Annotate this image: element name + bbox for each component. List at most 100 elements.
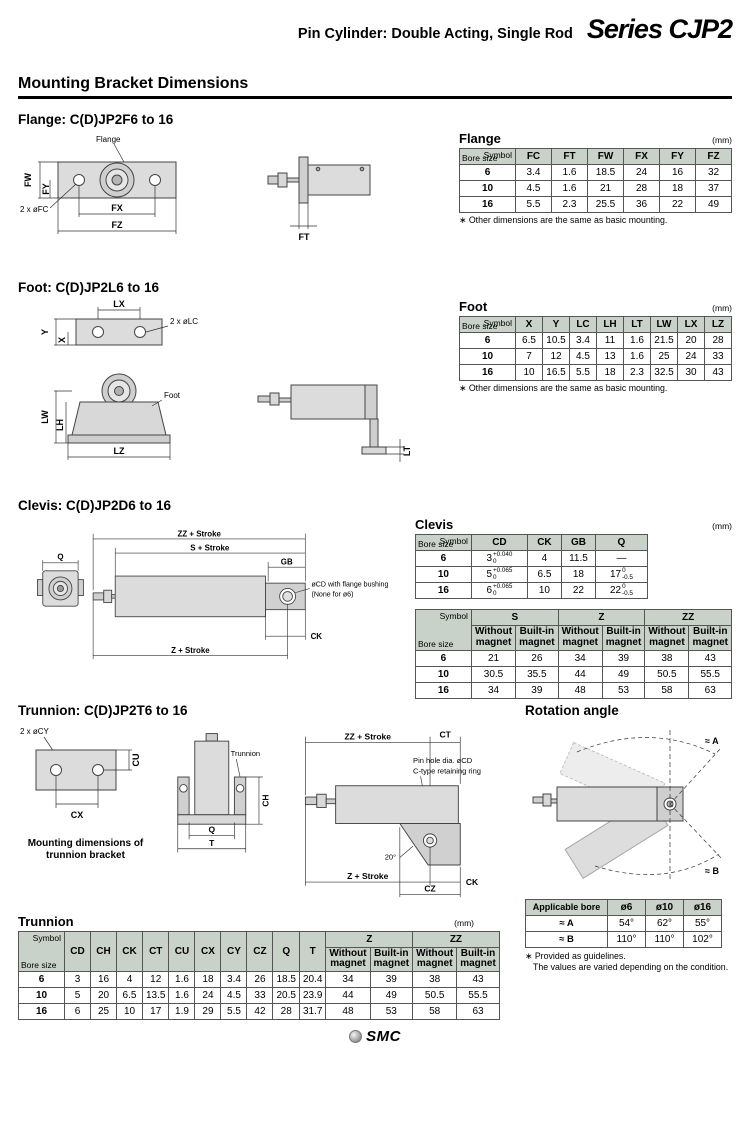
value-cell: 4.5	[220, 987, 248, 1005]
flange-table-unit: (mm)	[712, 135, 732, 145]
angle-label: 20°	[385, 852, 396, 861]
value-cell: 39	[515, 681, 559, 699]
col-subheader: Without magnet	[557, 625, 603, 651]
trunnion-section: Trunnion: C(D)JP2T6 to 16 2 x øCY CU CX	[18, 703, 732, 1021]
clevis-section: Clevis: C(D)JP2D6 to 16 Q ZZ + Stroke S …	[18, 498, 732, 699]
value-cell: 31.7	[298, 1003, 327, 1021]
dim-label-fw: FW	[23, 173, 33, 187]
foot-table-unit: (mm)	[712, 303, 732, 313]
dim-label-ft: FT	[299, 232, 310, 242]
clevis-table-title: Clevis	[414, 517, 454, 532]
corner-cell: Symbol Bore size	[459, 316, 516, 333]
flange-heading: Flange: C(D)JP2F6 to 16	[18, 112, 174, 127]
cd-callout: øCD with flange bushing	[311, 582, 388, 589]
col-group-header: Z	[557, 609, 646, 626]
dim-label-ck2: CK	[466, 876, 479, 886]
col-header: CX	[194, 930, 222, 973]
dim-label-lw: LW	[40, 410, 50, 424]
trunnion-topview-drawing: 2 x øCY CU CX	[20, 727, 141, 820]
row-header-cell: 6	[414, 649, 472, 667]
dim-label-zz: ZZ + Stroke	[177, 529, 221, 538]
dim-label-ck: CK	[311, 632, 323, 641]
rotation-label-b: ≈ B	[705, 866, 719, 876]
value-cell: 11.5	[560, 550, 596, 567]
value-cell: 35.5	[515, 665, 559, 683]
value-cell: 17	[141, 1003, 170, 1021]
row-header-cell: ≈ B	[525, 930, 608, 948]
col-header: LZ	[704, 316, 732, 333]
dim-label-lc: 2 x øLC	[170, 317, 198, 326]
value-cell: 110°	[645, 930, 684, 948]
value-cell: 50.5	[412, 987, 458, 1005]
dim-label-q: Q	[57, 552, 63, 561]
rotation-section: Rotation angle ≈ A	[525, 703, 732, 1021]
value-cell: 25	[90, 1003, 117, 1021]
rotation-drawing: ≈ A ≈ B	[532, 729, 724, 882]
clevis-dim-table: Symbol Bore size CD CK GB Q 6 3+0.040	[414, 534, 648, 599]
value-cell: 43	[456, 971, 500, 989]
value-cell: 21.5	[650, 332, 678, 349]
col-subheader: Without magnet	[470, 625, 517, 651]
col-header: GB	[560, 534, 596, 551]
value-cell: 2.3	[623, 364, 651, 381]
dim-label-cu: CU	[131, 753, 141, 766]
trunnion-table: Symbol Bore size CD CH CK CT CU CX CY CZ…	[18, 930, 500, 1021]
value-cell: 18	[659, 180, 696, 197]
dim-label-ct: CT	[439, 729, 451, 739]
dim-label-gb: GB	[281, 558, 293, 567]
dim-label-t: T	[209, 838, 215, 848]
value-cell: 24	[623, 164, 660, 181]
col-header: ø10	[645, 898, 684, 916]
dim-label-cy: 2 x øCY	[20, 727, 50, 736]
value-cell: 50.5	[644, 665, 690, 683]
row-header-cell: 6	[459, 164, 516, 181]
value-cell: 11	[596, 332, 624, 349]
value-cell: 5.5	[569, 364, 597, 381]
retaining-ring-callout: C-type retaining ring	[413, 766, 481, 775]
col-header: ø16	[683, 898, 722, 916]
col-header: CT	[141, 930, 170, 973]
value-cell: 28	[272, 1003, 300, 1021]
dim-label-q2: Q	[208, 824, 215, 834]
col-header: LX	[677, 316, 705, 333]
value-cell: 18.5	[272, 971, 300, 989]
value-cell: 16	[90, 971, 117, 989]
col-subheader: Built-in magnet	[369, 946, 414, 973]
foot-label: Foot	[164, 391, 181, 400]
value-cell: 25.5	[587, 196, 624, 213]
foot-table-block: Foot (mm) Symbol Bore size X Y LC	[459, 299, 732, 394]
row-header-cell: 16	[459, 196, 516, 213]
value-cell: 44	[557, 665, 603, 683]
col-header: X	[515, 316, 543, 333]
dim-label-cz: CZ	[424, 883, 435, 893]
flange-drawing: Flange FW FY 2 x øFC FX F	[20, 135, 371, 242]
col-header: Applicable bore	[525, 898, 608, 916]
value-cell: 63	[688, 681, 732, 699]
trunnion-bracket-caption: Mounting dimensions of trunnion bracket	[27, 837, 144, 862]
foot-table-title: Foot	[459, 299, 488, 314]
row-header-cell: 6	[459, 332, 516, 349]
col-header: Q	[594, 534, 648, 551]
smc-logo-text: SMC	[366, 1028, 401, 1046]
col-header: LH	[596, 316, 624, 333]
value-cell: 37	[695, 180, 732, 197]
value-cell: 12	[141, 971, 170, 989]
col-header: ø6	[607, 898, 646, 916]
col-header: LT	[623, 316, 651, 333]
col-group-header: ZZ	[412, 930, 500, 948]
value-cell: 1.6	[623, 332, 651, 349]
value-cell: 20	[677, 332, 705, 349]
value-cell: 54°	[607, 914, 646, 932]
value-cell: 10.5	[542, 332, 570, 349]
